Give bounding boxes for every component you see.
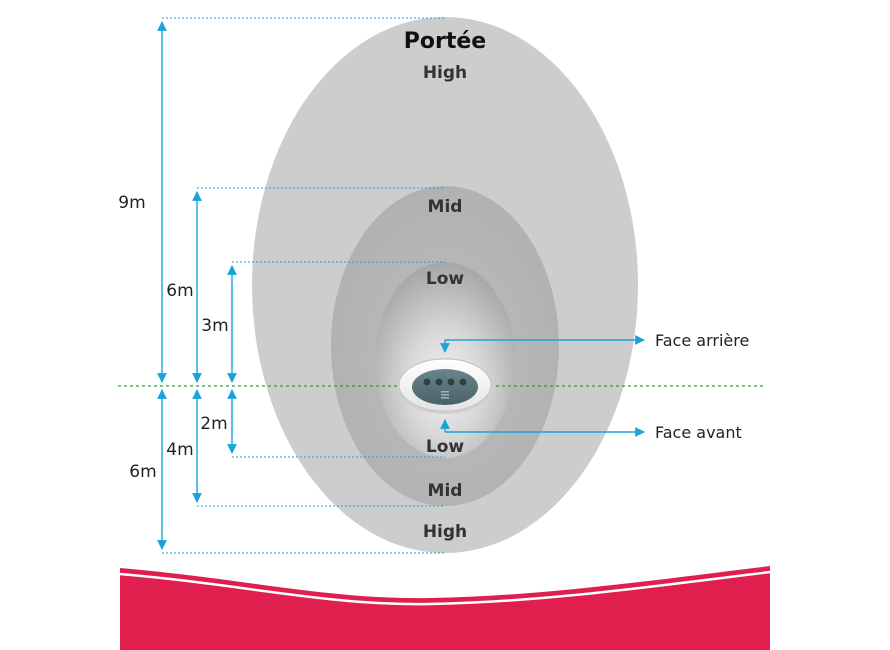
callout-rear: [440, 335, 645, 353]
remote-sensor-icon: [397, 358, 493, 414]
dim-label-mid-back: 6m: [166, 281, 193, 301]
diagram-title: Portée: [404, 29, 486, 54]
callout-label-rear: Face arrière: [655, 331, 749, 350]
dim-label-high-back: 9m: [118, 193, 145, 213]
dimension-arrows: [157, 21, 237, 550]
dim-label-high-front: 6m: [129, 462, 156, 482]
extension-lines: [162, 17, 445, 554]
dim-label-low-front: 2m: [200, 414, 227, 434]
zone-label-high-top: High: [423, 63, 467, 83]
callout-front: [440, 419, 645, 437]
zone-label-low-bottom: Low: [426, 437, 465, 457]
zone-label-low-top: Low: [426, 269, 465, 289]
dim-label-mid-front: 4m: [166, 440, 193, 460]
zone-label-high-bottom: High: [423, 522, 467, 542]
callout-label-front: Face avant: [655, 423, 742, 442]
wave-banner: [119, 566, 771, 650]
zone-label-mid-bottom: Mid: [428, 481, 463, 501]
dim-label-low-back: 3m: [201, 316, 228, 336]
zone-label-mid-top: Mid: [428, 197, 463, 217]
